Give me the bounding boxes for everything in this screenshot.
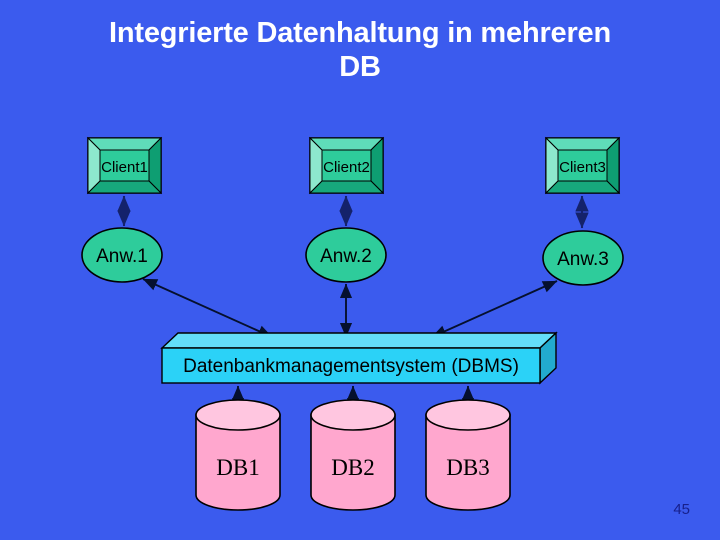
client-box-1-label: Client1 bbox=[101, 159, 148, 176]
database-cylinder-3-label: DB3 bbox=[446, 455, 489, 480]
dbms-bar-top-face bbox=[160, 332, 558, 349]
page-title-line-1: Integrierte Datenhaltung in mehreren bbox=[109, 17, 611, 49]
client-box-1-bevel-bottom bbox=[86, 180, 163, 194]
database-cylinder-2[interactable]: DB2 bbox=[310, 399, 396, 511]
client-box-3-label: Client3 bbox=[559, 159, 606, 176]
client-box-2-bevel-top bbox=[308, 137, 385, 151]
database-cylinder-1[interactable]: DB1 bbox=[195, 399, 281, 511]
application-node-2-label: Anw.2 bbox=[320, 246, 372, 267]
client-box-1-face bbox=[99, 149, 150, 182]
client-box-3-face bbox=[557, 149, 608, 182]
client-box-3-bevel-top bbox=[544, 137, 621, 151]
client-box-2-bevel-bottom bbox=[308, 180, 385, 194]
page-number: 45 bbox=[673, 501, 690, 518]
client-box-3[interactable]: Client3 bbox=[544, 136, 621, 195]
database-cylinder-2-body bbox=[310, 414, 396, 511]
application-node-3[interactable]: Anw.3 bbox=[542, 230, 624, 286]
application-node-3-label: Anw.3 bbox=[557, 249, 609, 270]
client-box-1-bevel-top bbox=[86, 137, 163, 151]
application-node-3-shape bbox=[542, 230, 624, 286]
database-cylinder-3-top bbox=[425, 399, 511, 431]
database-cylinder-3-body bbox=[425, 414, 511, 511]
page-title-line-2: DB bbox=[339, 51, 381, 84]
page-title: Integrierte Datenhaltung in mehreren DB bbox=[50, 16, 670, 84]
dbms-bar-front-face bbox=[161, 347, 541, 384]
database-cylinder-1-label: DB1 bbox=[216, 455, 259, 480]
dbms-bar[interactable]: Datenbankmanagementsystem (DBMS) bbox=[160, 331, 558, 385]
client-box-2-label: Client2 bbox=[323, 159, 370, 176]
database-cylinder-1-top bbox=[195, 399, 281, 431]
application-node-1-shape bbox=[81, 227, 163, 283]
application-node-1[interactable]: Anw.1 bbox=[81, 227, 163, 283]
application-node-1-label: Anw.1 bbox=[96, 246, 148, 267]
database-cylinder-1-body bbox=[195, 414, 281, 511]
client-box-2-face bbox=[321, 149, 372, 182]
dbms-bar-label: Datenbankmanagementsystem (DBMS) bbox=[183, 356, 519, 377]
database-cylinder-2-label: DB2 bbox=[331, 455, 374, 480]
client-box-2[interactable]: Client2 bbox=[308, 136, 385, 195]
client-box-1[interactable]: Client1 bbox=[86, 136, 163, 195]
database-cylinder-3[interactable]: DB3 bbox=[425, 399, 511, 511]
client-box-3-bevel-bottom bbox=[544, 180, 621, 194]
database-cylinder-2-top bbox=[310, 399, 396, 431]
connector-anw1-dbms bbox=[142, 278, 273, 338]
application-node-2-shape bbox=[305, 227, 387, 283]
application-node-2[interactable]: Anw.2 bbox=[305, 227, 387, 283]
connector-anw3-dbms bbox=[431, 280, 558, 338]
